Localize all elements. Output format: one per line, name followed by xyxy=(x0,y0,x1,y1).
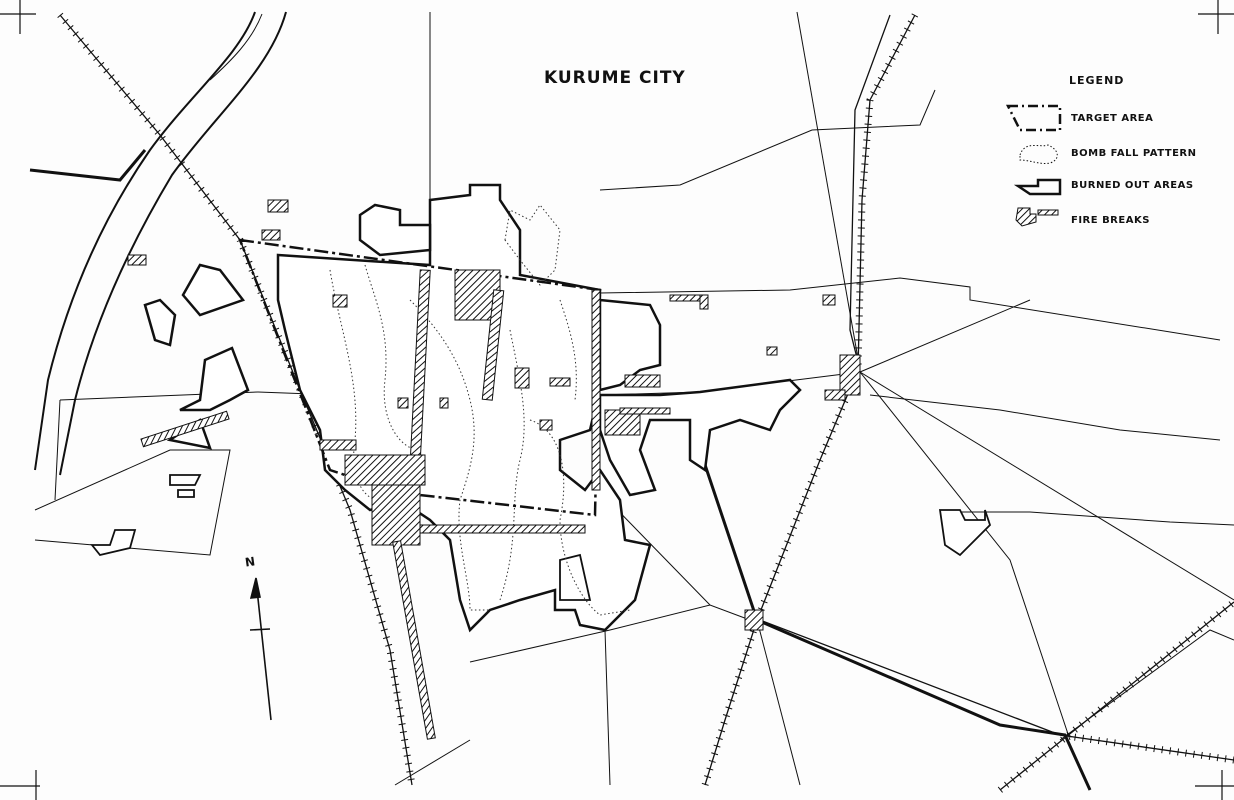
legend-symbols xyxy=(1005,104,1062,227)
river xyxy=(29,11,287,476)
legend-item-bomb-fall-pattern: BOMB FALL PATTERN xyxy=(1071,148,1197,159)
main-road xyxy=(688,419,1092,791)
legend-item-burned-out-areas: BURNED OUT AREAS xyxy=(1071,180,1194,191)
fire-breaks xyxy=(127,199,861,740)
burned-out-areas xyxy=(90,183,992,633)
north-label: N xyxy=(244,554,256,570)
legend-fire-break-symbol xyxy=(1015,207,1037,227)
north-arrow xyxy=(249,577,272,721)
legend-item-fire-breaks: FIRE BREAKS xyxy=(1071,215,1150,226)
legend-heading: LEGEND xyxy=(1069,74,1125,87)
legend-bomb-fall-symbol xyxy=(1019,144,1058,164)
map-title: KURUME CITY xyxy=(544,68,686,88)
legend-item-target-area: TARGET AREA xyxy=(1071,113,1154,124)
legend-burned-out-symbol xyxy=(1013,178,1062,196)
bomb-fall-pattern xyxy=(329,204,631,616)
legend-target-area-symbol xyxy=(1005,104,1062,132)
